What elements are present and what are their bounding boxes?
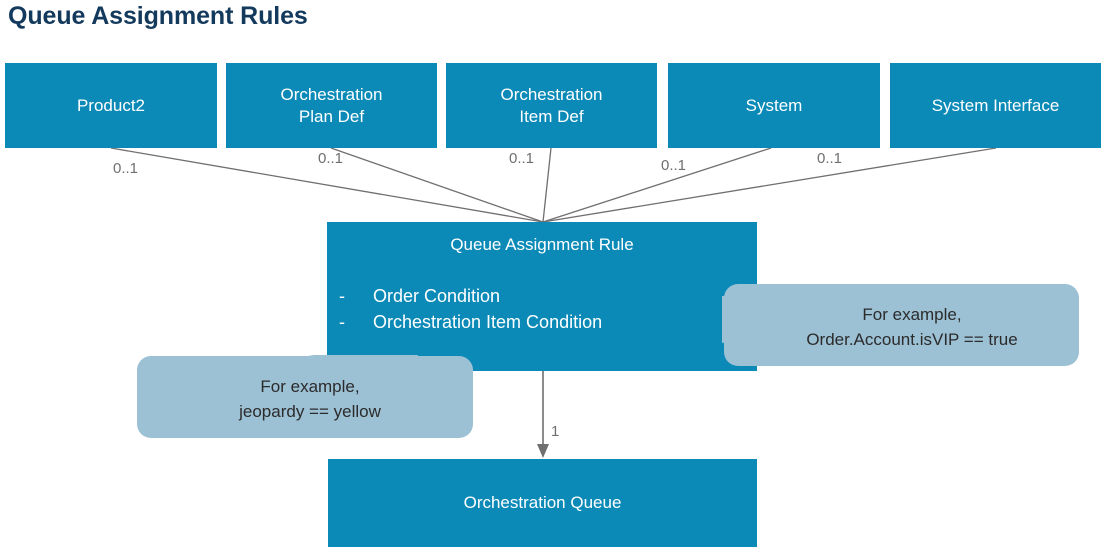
rule-attribute-label-order-condition: Order Condition	[373, 286, 501, 306]
rule-box-title: Queue Assignment Rule	[450, 235, 634, 254]
rule-attribute-label-orchestration-item-condition: Orchestration Item Condition	[373, 312, 603, 332]
connector-orch-plan-def	[330, 147, 544, 223]
rule-attribute-order-condition: - Order Condition	[339, 283, 602, 309]
entity-label-product2: Product2	[76, 95, 146, 115]
multiplicity-queue: 1	[551, 423, 560, 440]
callout-order-condition-example[interactable]: For example,Order.Account.isVIP == true	[722, 283, 1082, 367]
multiplicity-product2: 0..1	[113, 160, 139, 177]
callout-right-shape	[722, 284, 1079, 366]
queue-arrow-head	[537, 444, 549, 458]
connector-product2	[110, 147, 544, 223]
callout-right-text: For example,Order.Account.isVIP == true	[806, 305, 1018, 349]
multiplicity-orch-item-def: 0..1	[509, 150, 535, 167]
rule-attribute-orchestration-item-condition: - Orchestration Item Condition	[339, 309, 602, 335]
connector-system-iface	[542, 147, 997, 223]
callout-orchestration-item-condition-example[interactable]: For example,jeopardy == yellow	[135, 355, 475, 439]
bullet-dash-icon: -	[339, 286, 345, 306]
rule-box-attribute-list: - Order Condition - Orchestration Item C…	[339, 283, 602, 335]
entity-box-queue-assignment-rule[interactable]: Queue Assignment Rule - Order Condition …	[327, 222, 757, 371]
entity-box-orchestration-queue[interactable]: Orchestration Queue	[328, 459, 757, 547]
entity-box-product2[interactable]: Product2	[5, 63, 217, 148]
multiplicity-system: 0..1	[661, 157, 687, 174]
multiplicity-system-iface: 0..1	[817, 150, 843, 167]
entity-box-system[interactable]: System	[668, 63, 880, 148]
callout-left-text: For example,jeopardy == yellow	[239, 377, 381, 421]
bullet-dash-icon: -	[339, 312, 345, 332]
connector-system	[542, 147, 772, 223]
entity-label-system: System	[745, 95, 803, 115]
multiplicity-orch-plan-def: 0..1	[318, 150, 344, 167]
entity-label-orchestration-queue: Orchestration Queue	[463, 493, 622, 512]
entity-box-system-interface[interactable]: System Interface	[890, 63, 1101, 148]
page-title: Queue Assignment Rules	[8, 2, 308, 30]
entity-label-system-interface: System Interface	[931, 95, 1060, 115]
callout-left-shape	[137, 355, 473, 438]
connector-orch-item-def	[542, 147, 552, 223]
